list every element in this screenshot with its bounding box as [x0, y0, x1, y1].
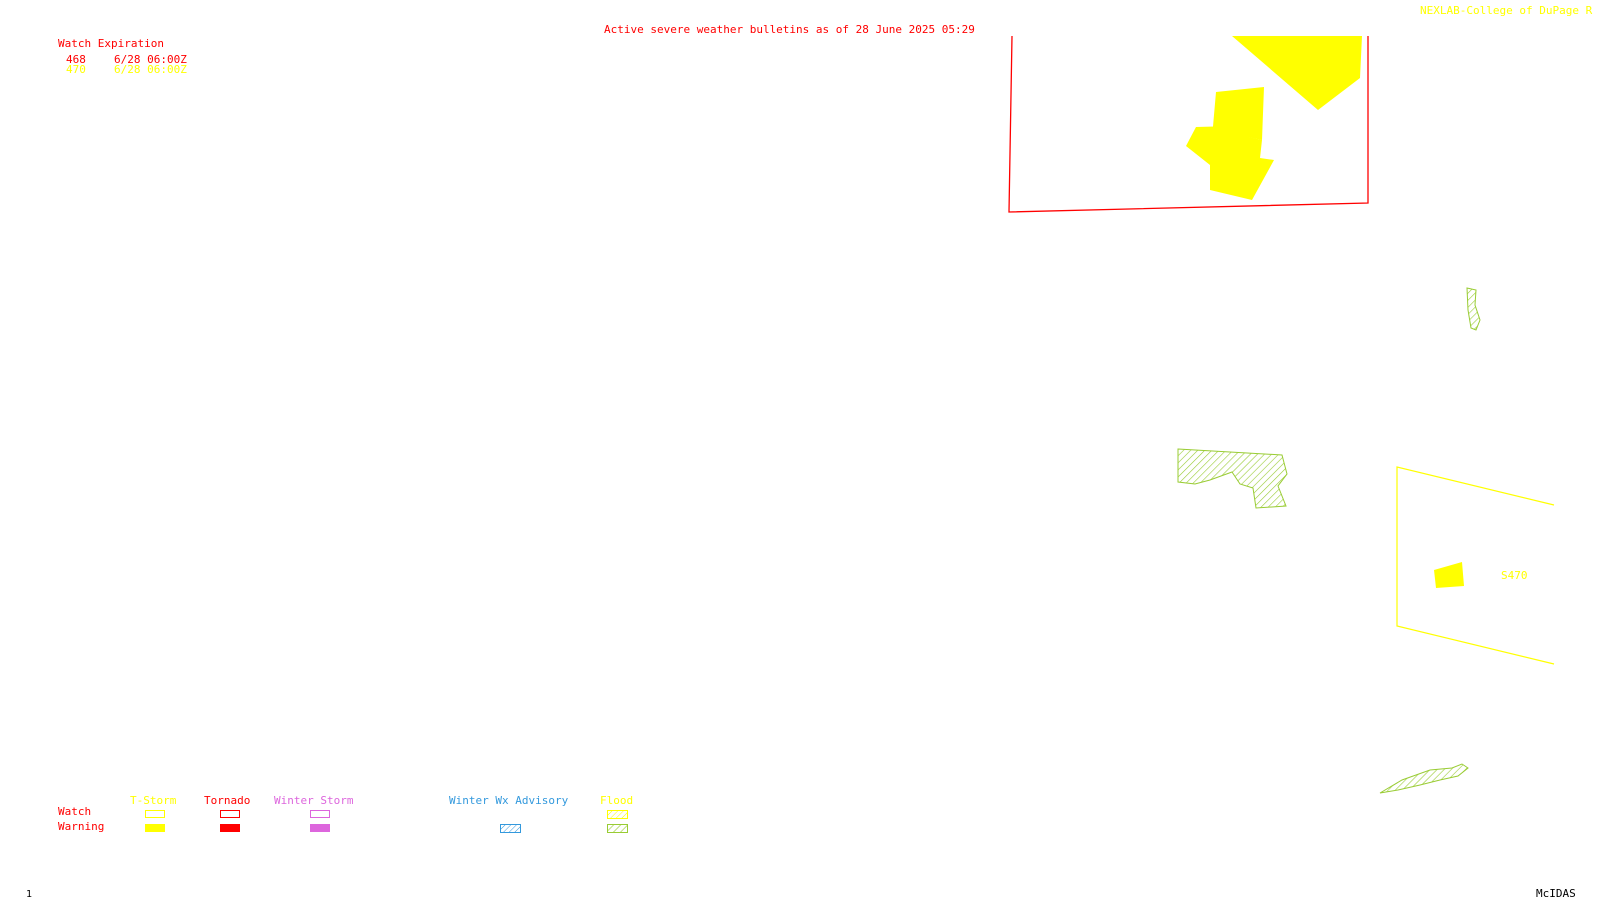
- tornado-watch-468-outline: [1008, 35, 1369, 213]
- legend-swatch-winter-advisory: [500, 824, 521, 833]
- watch-expiration-id: 468: [66, 53, 86, 66]
- watch-expiration-time: 6/28 06:00Z: [114, 53, 187, 66]
- legend-swatch-flood-watch: [607, 810, 628, 819]
- flood-warning-polygon: [1379, 763, 1469, 794]
- mcidas-brand: McIDAS: [1536, 887, 1576, 900]
- tstorm-watch-470-outline: [1396, 466, 1555, 665]
- page-title: Active severe weather bulletins as of 28…: [604, 23, 975, 36]
- legend-column-winter-advisory: Winter Wx Advisory: [449, 794, 569, 807]
- legend-swatch-winter-storm-watch: [310, 810, 330, 818]
- legend-column-winter-storm: Winter Storm: [274, 794, 354, 807]
- flood-warning-polygon: [1177, 448, 1288, 509]
- legend-swatch-winter-storm-warning: [310, 824, 330, 832]
- legend-row-warning-label: Warning: [58, 820, 105, 833]
- legend-swatch-flood-warning: [607, 824, 628, 833]
- watch-expiration-time: 6/28 06:00Z: [114, 63, 187, 76]
- legend-swatch-tornado-warning: [220, 824, 240, 832]
- flood-warning-polygon: [1466, 287, 1481, 331]
- watch-expiration-heading: Watch Expiration: [58, 37, 164, 50]
- watch-expiration-id: 470: [66, 63, 86, 76]
- frame-number: 1: [26, 889, 33, 900]
- legend-swatch-tstorm-watch: [145, 810, 165, 818]
- source-credit: NEXLAB-College of DuPage R: [1420, 4, 1593, 17]
- legend-column-tornado: Tornado: [204, 794, 251, 807]
- tstorm-warning-polygon: [1434, 562, 1464, 588]
- legend-swatch-tornado-watch: [220, 810, 240, 818]
- legend-row-watch-label: Watch: [58, 805, 92, 818]
- legend-column-flood: Flood: [600, 794, 634, 807]
- tstorm-warning-polygon: [1186, 126, 1274, 200]
- legend-swatch-tstorm-warning: [145, 824, 165, 832]
- tstorm-warning-polygon: [1232, 36, 1362, 110]
- legend-column-tstorm: T-Storm: [130, 794, 177, 807]
- watch-label-s470: S470: [1501, 569, 1528, 582]
